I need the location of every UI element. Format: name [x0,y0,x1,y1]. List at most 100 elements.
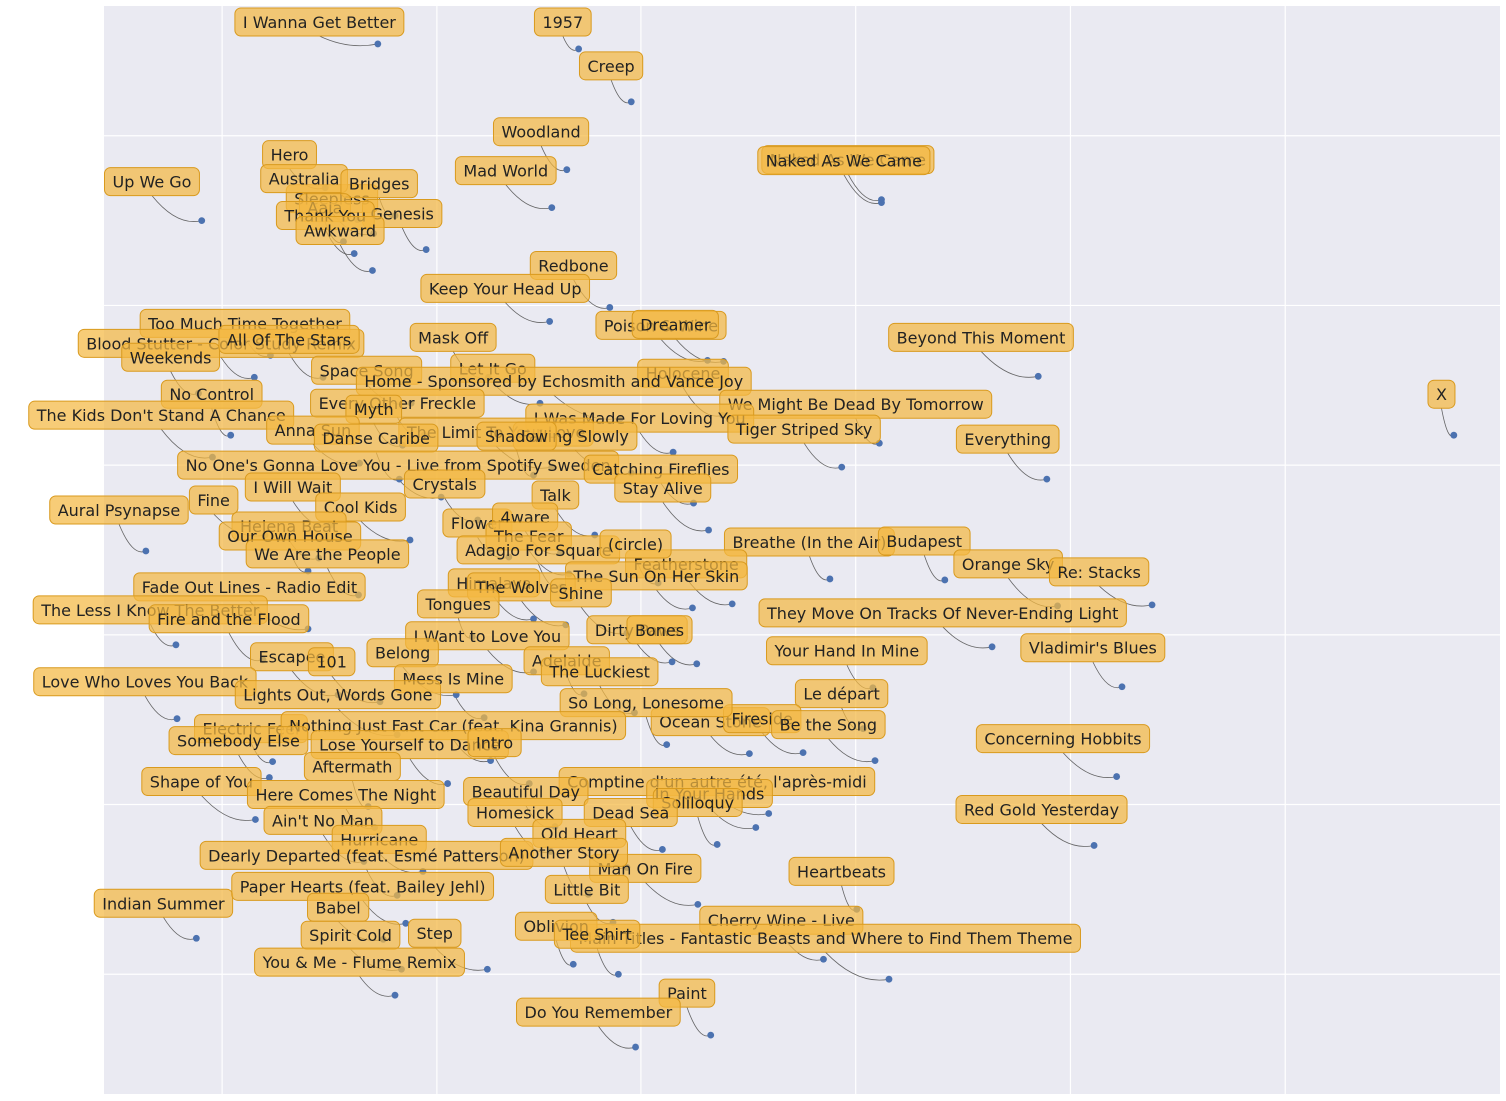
point-label-text: Le départ [803,685,879,704]
point-label: Spirit Cold [300,920,401,950]
point-label-box [244,472,341,502]
point-label: Up We Go [103,167,200,197]
point-label-text: Love Who Loves You Back [42,673,249,692]
point-label-text: Tee Shirt [561,925,631,944]
point-label: X [1427,379,1456,409]
point-label-text: Be the Song [780,716,878,735]
point-label-box [766,636,928,666]
leader-line [761,732,804,755]
point-label: Aftermath [303,752,401,782]
point-label-text: I Wanna Get Better [243,13,396,32]
point-label: Danse Caribe [313,423,439,453]
point-label: So Long, Lonesome [559,688,733,718]
point-label: They Move On Tracks Of Never-Ending Ligh… [758,598,1127,628]
point-label-box [578,51,644,81]
point-label-box [540,657,659,687]
data-point [627,98,635,106]
point-label-box [1427,379,1456,409]
point-label: Little Bit [544,874,629,904]
point-label: Beyond This Moment [888,322,1074,352]
leader-line [319,35,378,47]
point-label: Everything [955,424,1060,454]
point-label: I Wanna Get Better [234,7,405,37]
point-label-box [626,615,693,645]
point-label-box [168,726,309,756]
point-label-text: Fade Out Lines - Radio Edit [142,578,357,597]
point-label-text: Fine [197,491,229,510]
point-label: Hero [262,140,317,170]
data-point [820,955,827,963]
point-label: Naked As We Came [757,146,931,176]
point-label-box [758,598,1127,628]
point-label-text: Shine [559,584,604,603]
data-point [826,575,834,583]
data-point [1034,372,1042,380]
data-point [444,780,452,787]
data-point [1090,842,1098,849]
point-label-text: Bridges [349,175,410,194]
data-point [745,750,753,758]
point-label-text: Genesis [371,205,434,224]
point-label-text: The Kids Don't Stand A Chance [36,406,286,425]
point-label-box [794,679,889,709]
point-label-text: Australia [269,170,340,189]
point-label-text: Shadow [485,427,548,446]
point-label-box [757,146,931,176]
point-label-text: X [1436,385,1447,404]
point-label: 1957 [533,7,592,37]
point-label-text: Shape of You [150,773,253,792]
point-label-box [553,919,641,949]
data-point [713,841,721,848]
data-point [391,991,399,999]
point-label-box [631,309,719,339]
point-label-text: Paper Hearts (feat. Bailey Jehl) [240,877,486,896]
point-label-text: Naked As We Came [766,152,922,171]
point-label: Step [408,918,462,948]
point-label-box [93,888,234,918]
data-point [227,431,235,439]
point-label-text: Lose Yourself to Dance [319,736,500,755]
point-label: Dreamer [631,309,719,339]
point-label-text: 1957 [542,13,583,32]
data-point [1043,475,1051,483]
point-label-box [245,539,410,569]
point-label-text: I Will Wait [253,478,332,497]
data-point [198,217,206,225]
point-label-text: Intro [476,734,513,753]
data-point [885,975,893,983]
point-label-text: Somebody Else [177,732,300,751]
point-label-text: Red Gold Yesterday [964,800,1119,819]
point-label-text: They Move On Tracks Of Never-Ending Ligh… [766,604,1118,623]
point-label: Breathe (In the Air) [723,527,895,557]
leader-line [504,302,550,323]
leader-line [151,195,202,222]
point-label: Australia [260,164,348,194]
point-label: (circle) [599,529,672,559]
point-label: Bones [626,615,693,645]
point-label-box [403,469,486,499]
data-point [1118,683,1126,691]
point-label-text: Creep [587,57,634,76]
data-point [1148,601,1156,609]
data-point [668,658,676,666]
leader-line [505,184,552,209]
leader-line [1041,823,1095,847]
data-point [173,715,181,723]
point-label: Re: Stacks [1048,557,1150,587]
point-label-text: Beautiful Day [472,782,580,801]
point-label-box [234,7,405,37]
point-label-box [544,874,629,904]
point-label-text: Spirit Cold [309,926,392,945]
data-point [422,246,430,253]
point-label-box [345,394,403,424]
point-label-box [888,322,1074,352]
point-label-text: All Of The Stars [227,330,351,349]
data-point [569,960,577,968]
point-label-text: Everything [964,430,1051,449]
point-label-text: Step [417,924,453,943]
point-label: Myth [345,394,403,424]
point-label-box [234,680,442,710]
point-label-box [420,273,591,303]
point-label-box [727,414,881,444]
data-point [546,318,554,325]
